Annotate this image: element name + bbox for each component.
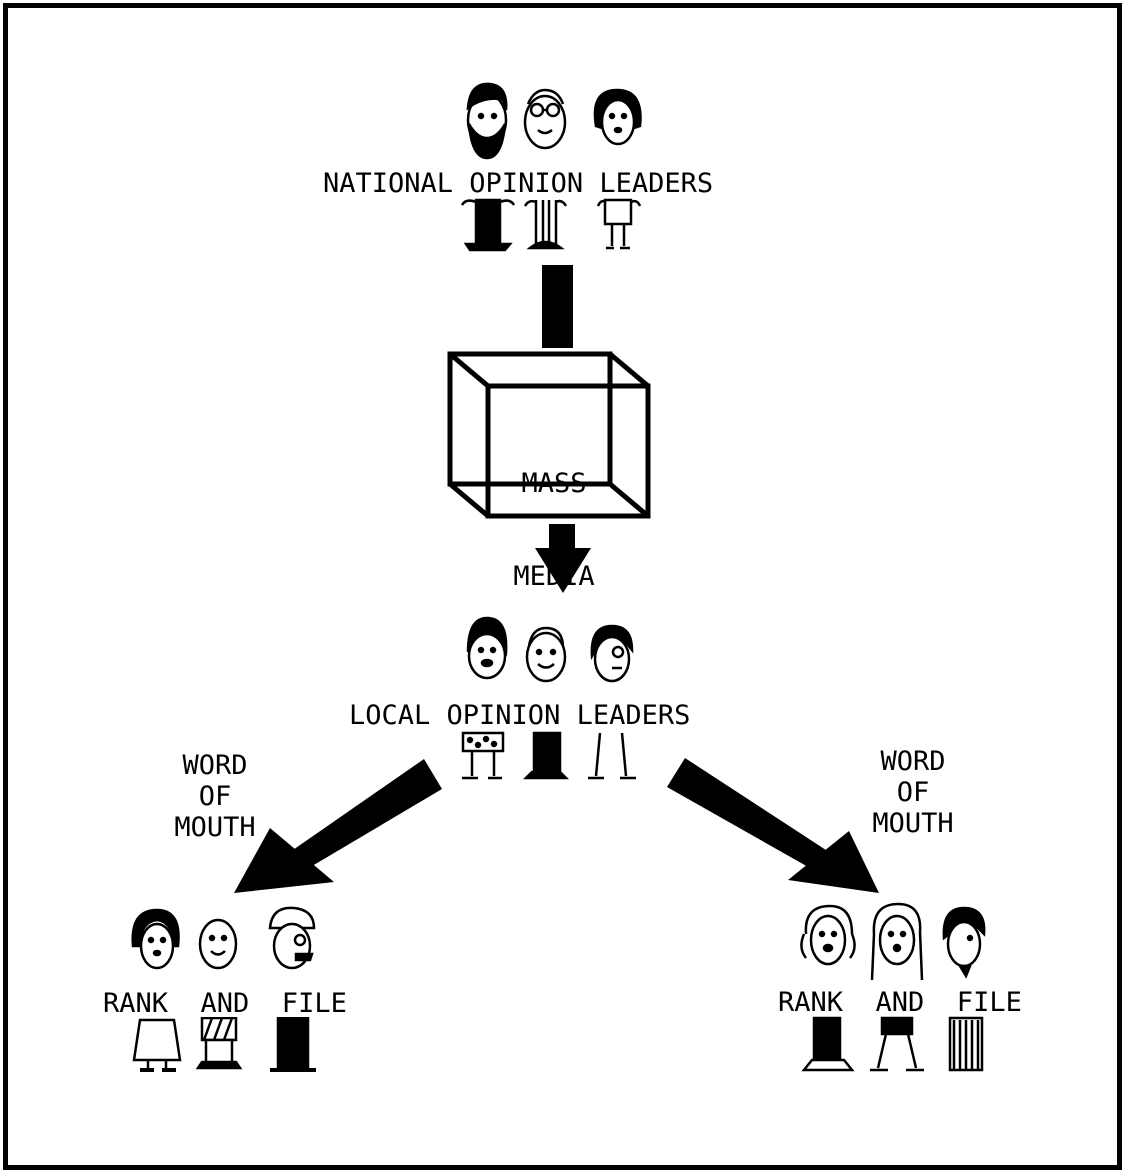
rank-left-bald-figure [195,918,243,1070]
bearded-man-figure [460,82,516,252]
rank-right-longhair-figure [870,902,924,1072]
local-woman-figure [461,616,508,780]
rank-right-figures [800,902,986,1072]
arrow-local-to-rank-right [667,758,879,893]
rank-left-woman-figure [131,908,182,1072]
arrow-media-to-local [535,524,591,593]
mass-media-line2: MEDIA [513,561,595,592]
glasses-man-figure [523,88,568,250]
rank-left-figures [131,906,316,1072]
edge-word-of-mouth-right: WORD OF MOUTH [872,746,954,839]
rank-left-hat-man-figure [268,906,316,1072]
node-mass-media: MASS MEDIA [506,406,602,623]
node-rank-and-file-left: RANK AND FILE [103,988,347,1019]
rank-right-woman-figure [800,904,856,1072]
mass-media-box [447,351,651,519]
node-rank-and-file-right: RANK AND FILE [778,987,1022,1018]
arrow-local-to-rank-left [234,759,442,893]
diagram-frame [3,3,1122,1170]
rank-right-man-figure [942,906,986,1072]
edge-word-of-mouth-left: WORD OF MOUTH [174,750,256,843]
local-leaders-figures [461,616,636,780]
node-national-opinion-leaders: NATIONAL OPINION LEADERS [323,168,714,199]
node-local-opinion-leaders: LOCAL OPINION LEADERS [349,700,691,731]
national-leaders-figures [460,82,642,252]
mass-media-line1: MASS [521,468,587,499]
local-glasses-figure [588,624,636,780]
arrow-national-to-media [542,265,573,348]
woman-figure [593,88,642,250]
local-man-figure [522,626,570,780]
